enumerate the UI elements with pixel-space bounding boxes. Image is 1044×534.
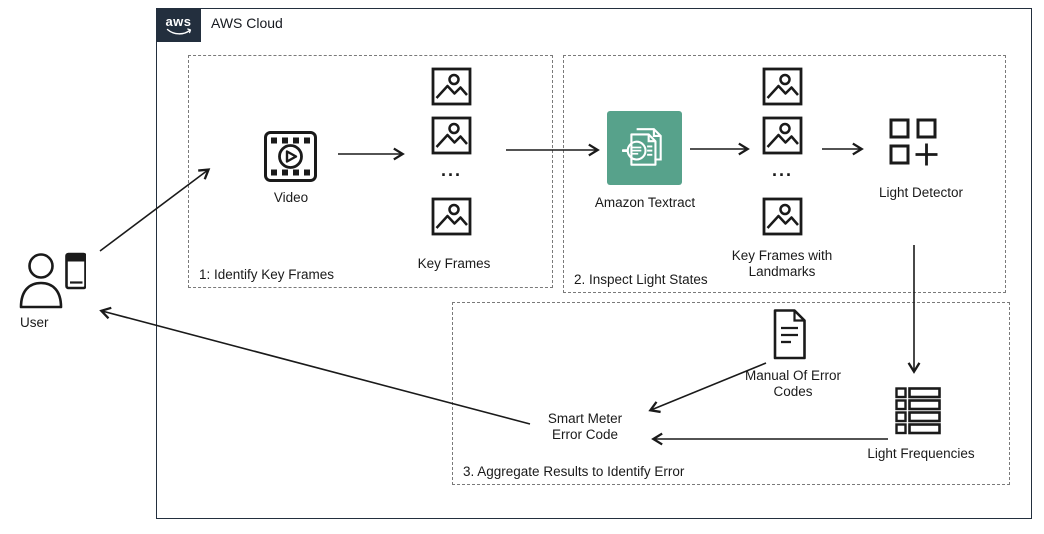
manual-document-icon [773, 309, 806, 360]
landmark-frame-image-icon [762, 67, 803, 106]
user-label: User [20, 315, 49, 330]
smart-meter-error-code-label: Smart Meter Error Code [547, 411, 623, 443]
aws-logo: aws [156, 8, 201, 42]
aws-cloud-title: AWS Cloud [211, 15, 283, 31]
video-label: Video [273, 190, 309, 205]
amazon-textract-icon [621, 128, 662, 166]
aws-smile-icon [166, 27, 191, 35]
light-detector-label: Light Detector [878, 185, 964, 200]
amazon-textract-label: Amazon Textract [594, 195, 696, 210]
ellipsis: ... [440, 160, 462, 180]
key-frames-landmarks-label: Key Frames with Landmarks [731, 248, 833, 280]
user-icon [19, 252, 86, 309]
group-identify-key-frames: 1: Identify Key Frames [188, 55, 553, 288]
amazon-textract-tile [607, 111, 682, 185]
group-inspect-light-states: 2. Inspect Light States [563, 55, 1006, 293]
manual-of-error-codes-label: Manual Of Error Codes [744, 368, 842, 400]
ellipsis: ... [771, 160, 793, 180]
key-frame-image-icon [431, 116, 472, 155]
light-frequencies-icon [895, 387, 941, 435]
key-frame-image-icon [431, 197, 472, 236]
video-icon [264, 131, 317, 182]
light-frequencies-label: Light Frequencies [867, 446, 975, 461]
group2-label: 2. Inspect Light States [574, 272, 708, 287]
key-frames-label: Key Frames [417, 256, 491, 271]
key-frame-image-icon [431, 67, 472, 106]
group1-label: 1: Identify Key Frames [199, 267, 335, 282]
landmark-frame-image-icon [762, 116, 803, 155]
aws-cloud-frame [156, 8, 1032, 519]
landmark-frame-image-icon [762, 197, 803, 236]
aws-logo-text: aws [165, 13, 192, 29]
group3-label: 3. Aggregate Results to Identify Error [463, 464, 685, 479]
light-detector-icon [889, 118, 938, 166]
